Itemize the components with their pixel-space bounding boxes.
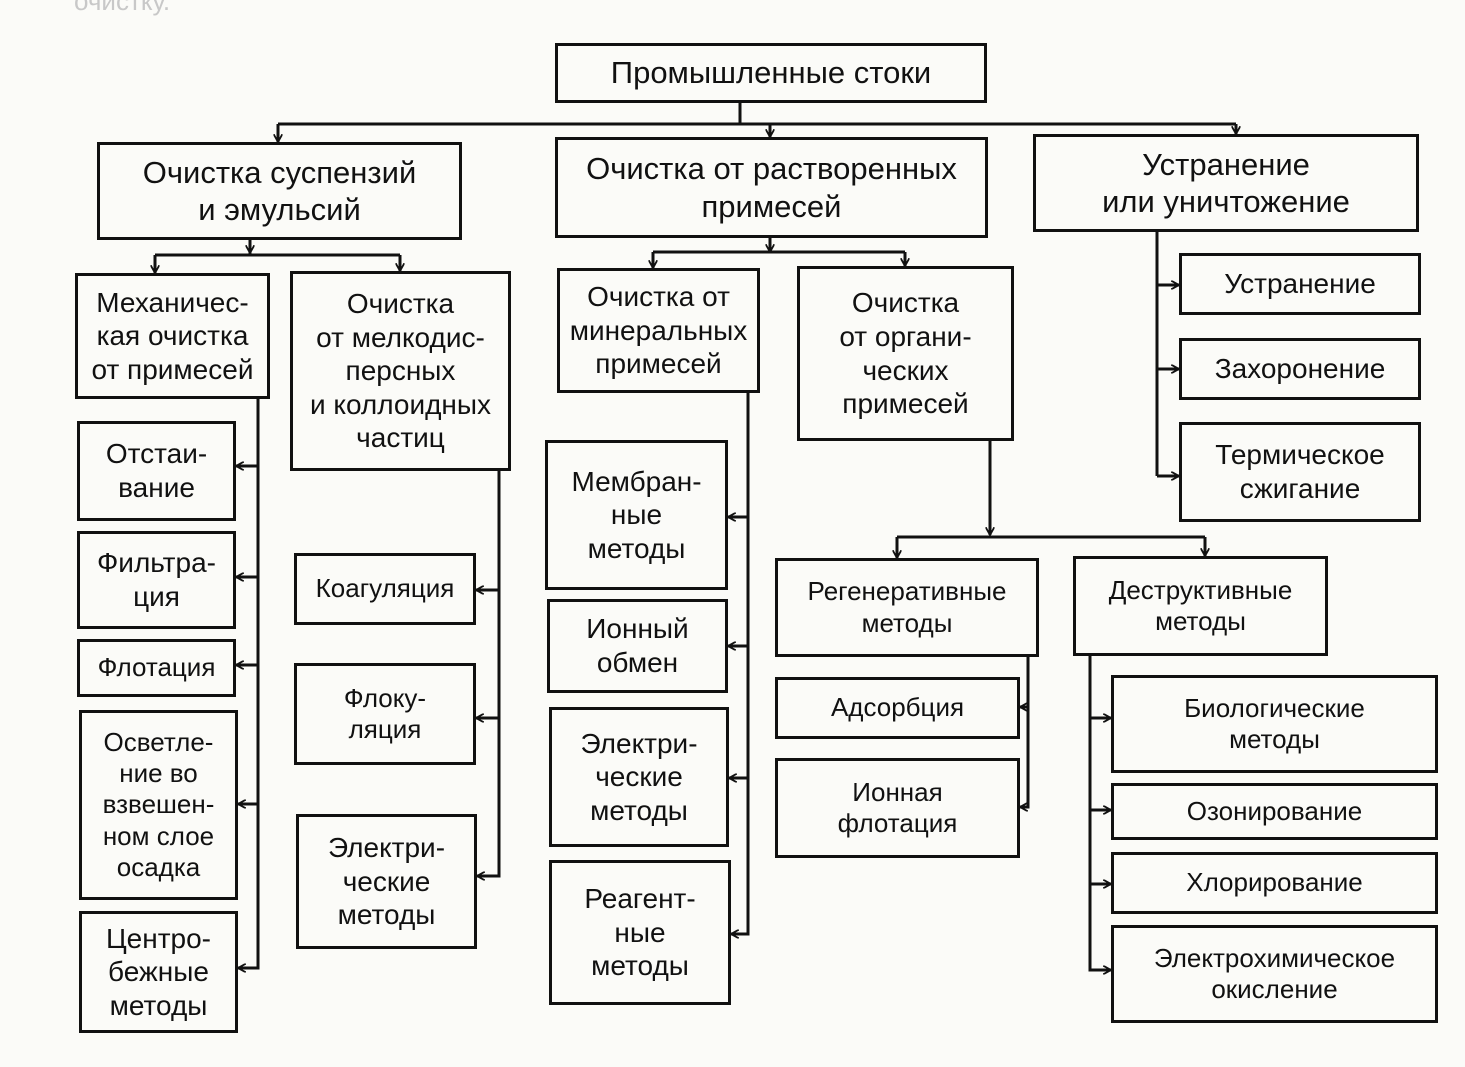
node-suspension-emulsion-treatment: Очистка суспензий и эмульсий [97, 142, 462, 240]
node-industrial-wastewater: Промышленные стоки [555, 43, 987, 103]
node-filtration: Фильтра- ция [77, 531, 236, 629]
node-biological-methods: Биологические методы [1111, 675, 1438, 773]
node-ion-exchange: Ионный обмен [547, 599, 728, 693]
node-electric-methods-mineral: Электри- ческие методы [549, 707, 729, 847]
node-mineral-impurities: Очистка от минеральных примесей [557, 268, 760, 393]
arrow-to-reagent [731, 391, 750, 934]
node-ion-flotation: Ионная флотация [775, 758, 1020, 858]
node-regenerative-methods: Регенеративные методы [775, 558, 1039, 657]
node-clarification-suspended-layer: Осветле- ние во взвешен- ном слое осадка [79, 710, 238, 900]
arrow-to-electrochem [1088, 654, 1111, 970]
node-electrochemical-oxidation: Электрохимическое окисление [1111, 925, 1438, 1023]
node-thermal-incineration: Термическое сжигание [1179, 422, 1421, 522]
node-elimination-destruction: Устранение или уничтожение [1033, 134, 1419, 232]
node-centrifugal-methods: Центро- бежные методы [79, 911, 238, 1033]
node-destructive-methods: Деструктивные методы [1073, 556, 1328, 656]
node-coagulation: Коагуляция [294, 553, 476, 625]
arrow-to-electric1 [477, 469, 501, 876]
node-fine-colloid-treatment: Очистка от мелкодис- персных и коллоидны… [290, 271, 511, 471]
node-organic-impurities: Очистка от органи- ческих примесей [797, 266, 1014, 441]
node-flotation: Флотация [77, 639, 236, 697]
node-burial: Захоронение [1179, 338, 1421, 400]
node-settling: Отстаи- вание [77, 421, 236, 521]
node-mechanical-treatment: Механичес- кая очистка от примесей [75, 273, 270, 399]
node-membrane-methods: Мембран- ные методы [545, 440, 728, 590]
node-electric-methods-colloid: Электри- ческие методы [296, 814, 477, 949]
node-dissolved-impurities-treatment: Очистка от растворенных примесей [555, 137, 988, 238]
node-ozonation: Озонирование [1111, 783, 1438, 840]
node-reagent-methods: Реагент- ные методы [549, 860, 731, 1005]
node-removal: Устранение [1179, 253, 1421, 315]
node-chlorination: Хлорирование [1111, 852, 1438, 914]
arrow-to-centrifugal [238, 397, 260, 968]
page-fragment-text: очистку. [74, 0, 171, 16]
arrow-to-ionflot [1020, 655, 1030, 807]
node-adsorption: Адсорбция [775, 677, 1020, 739]
node-flocculation: Флоку- ляция [294, 663, 476, 765]
